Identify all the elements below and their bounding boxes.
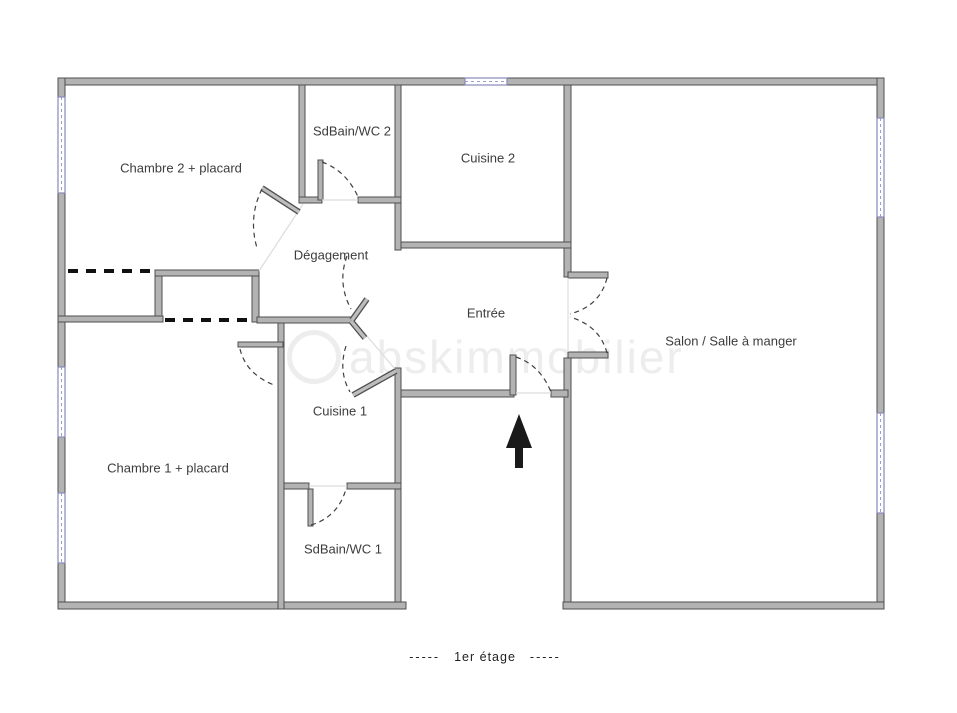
wall-chambre1-door-bar bbox=[237, 341, 284, 348]
window-left-chambre1-upper bbox=[57, 366, 66, 438]
wall-sdbain2-cuisine2 bbox=[394, 84, 402, 251]
arc-chambre2-door bbox=[252, 188, 263, 249]
arc-salon-door-upper bbox=[569, 277, 608, 315]
door-leaf-sdbain2 bbox=[317, 159, 324, 201]
wall-entree-door-stub bbox=[550, 389, 569, 398]
room-label-degagement: Dégagement bbox=[293, 247, 369, 263]
wall-recess-top bbox=[154, 269, 260, 277]
room-label-sdbain2: SdBain/WC 2 bbox=[312, 123, 392, 139]
opening-chambre2-diagonal bbox=[258, 203, 304, 272]
door-swing-arcs bbox=[239, 161, 608, 526]
wall-cuisine1-left bbox=[277, 321, 285, 610]
door-leaf-chambre2 bbox=[261, 186, 300, 214]
wall-recess-left bbox=[154, 269, 163, 323]
door-openings bbox=[258, 199, 569, 487]
door-leaf-degagement-upper bbox=[350, 298, 369, 321]
wall-outer-bottom-right bbox=[562, 601, 885, 610]
arc-cuisine1-door bbox=[342, 345, 351, 393]
arc-salon-door-lower bbox=[569, 316, 608, 354]
caption-right-dashes: ----- bbox=[529, 650, 561, 664]
room-label-salon: Salon / Salle à manger bbox=[665, 333, 797, 349]
windows bbox=[57, 77, 885, 564]
arc-degagement-door bbox=[342, 255, 352, 310]
room-label-entree: Entrée bbox=[466, 305, 506, 321]
placard-dashed-lines bbox=[68, 269, 250, 322]
window-left-chambre1-lower bbox=[57, 492, 66, 564]
diagonal-door-leaves bbox=[260, 185, 398, 398]
room-label-chambre2: Chambre 2 + placard bbox=[120, 160, 242, 176]
entrance-arrow-icon bbox=[506, 414, 532, 468]
wall-outer-bottom-left bbox=[57, 601, 407, 610]
room-label-cuisine2: Cuisine 2 bbox=[460, 150, 516, 166]
room-label-cuisine1: Cuisine 1 bbox=[312, 403, 368, 419]
wall-cuisine1-bottom-right bbox=[346, 482, 402, 490]
door-leaf-cuisine1 bbox=[352, 369, 397, 397]
wall-sdbain2-bottom-right bbox=[357, 196, 402, 204]
floor-caption: ----- 1er étage ----- bbox=[395, 650, 574, 664]
arc-entree-door bbox=[515, 356, 552, 393]
arc-chambre1-door bbox=[239, 348, 275, 386]
door-leaf-salon-upper bbox=[567, 271, 609, 279]
wall-cuisine2-bottom bbox=[400, 241, 572, 249]
caption-left-dashes: ----- bbox=[409, 650, 441, 664]
door-leaf-salon-lower bbox=[567, 351, 609, 359]
wall-cuisine1-bottom-left bbox=[283, 482, 310, 490]
arc-sdbain1-door bbox=[310, 488, 347, 526]
wall-degagement-bottom bbox=[256, 316, 353, 324]
room-label-chambre1: Chambre 1 + placard bbox=[107, 460, 229, 476]
wall-chambre2-sdbain2 bbox=[298, 84, 306, 201]
door-leaf-degagement-lower bbox=[349, 319, 367, 340]
wall-recess-right bbox=[251, 269, 260, 323]
door-leaf-sdbain1 bbox=[307, 488, 314, 527]
wall-entree-bottom bbox=[400, 389, 515, 398]
caption-text: 1er étage bbox=[454, 650, 516, 664]
door-leaf-entree bbox=[509, 354, 517, 396]
arc-sdbain2-door bbox=[321, 161, 360, 200]
room-label-sdbain1: SdBain/WC 1 bbox=[303, 541, 383, 557]
wall-chambre2-bottom bbox=[57, 315, 164, 323]
watermark-logo-icon bbox=[287, 330, 341, 384]
